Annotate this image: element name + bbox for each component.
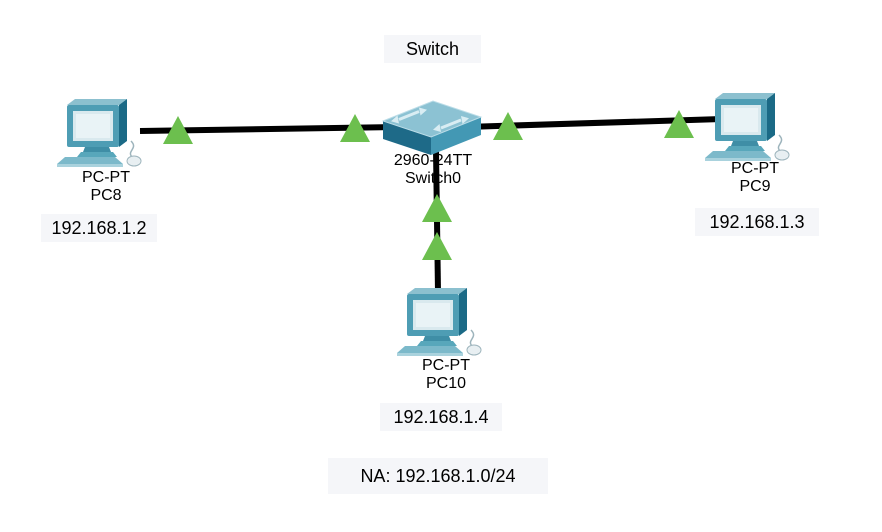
link-status-up-triangle-icon	[664, 110, 694, 138]
switch-model-label: 2960-24TT	[393, 152, 473, 169]
pc9-model-label: PC-PT	[731, 160, 779, 177]
link-status-up-triangle-icon	[422, 194, 452, 222]
topology-title-note: Switch	[384, 35, 481, 63]
pc-icon	[705, 93, 790, 161]
pc10-ip-note: 192.168.1.4	[380, 403, 502, 431]
pc10-name-label: PC10	[425, 375, 467, 392]
pc8-ip-note: 192.168.1.2	[41, 214, 157, 242]
link-status-up-triangle-icon	[340, 114, 370, 142]
pc10-label: PC-PT PC10	[381, 357, 511, 393]
pc-icon	[57, 99, 142, 167]
pc8-label: PC-PT PC8	[41, 169, 171, 205]
switch-icon	[381, 100, 483, 155]
switch-name-label: Switch0	[404, 170, 462, 187]
pc9-ip-note: 192.168.1.3	[695, 208, 819, 236]
device-pc9[interactable]	[703, 85, 803, 165]
link-status-up-triangle-icon	[422, 232, 452, 260]
pc8-name-label: PC8	[90, 187, 122, 204]
device-switch0[interactable]	[381, 97, 483, 159]
cable-PC8-Switch0[interactable]	[139, 124, 401, 134]
pc-icon	[397, 288, 482, 356]
switch-label: 2960-24TT Switch0	[368, 152, 498, 188]
link-status-up-triangle-icon	[493, 112, 523, 140]
subnet-note: NA: 192.168.1.0/24	[328, 458, 548, 494]
pc9-name-label: PC9	[739, 178, 771, 195]
switch-arrows-icon	[391, 107, 469, 132]
pc9-label: PC-PT PC9	[690, 160, 820, 196]
link-status-up-triangle-icon	[163, 116, 193, 144]
device-pc10[interactable]	[395, 280, 495, 360]
cable-Switch0-PC9[interactable]	[465, 116, 723, 130]
device-pc8[interactable]	[55, 91, 155, 171]
pc10-model-label: PC-PT	[422, 357, 470, 374]
pc8-model-label: PC-PT	[82, 169, 130, 186]
